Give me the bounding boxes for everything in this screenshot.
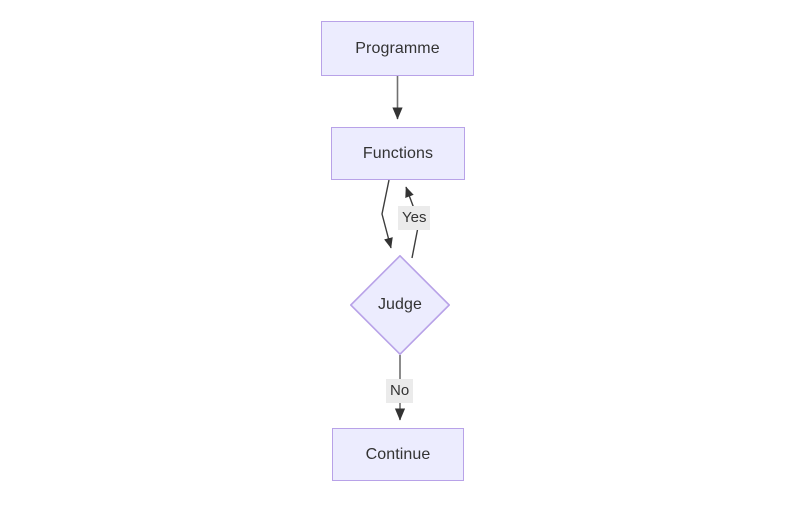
node-programme[interactable]: Programme <box>321 21 474 76</box>
node-judge[interactable]: Judge <box>350 255 450 355</box>
node-functions-label: Functions <box>362 144 434 162</box>
node-programme-label: Programme <box>355 39 440 57</box>
edge-label-no: No <box>386 379 414 403</box>
edge-label-yes: Yes <box>398 206 431 230</box>
node-judge-label: Judge <box>377 296 423 313</box>
node-continue[interactable]: Continue <box>332 428 464 481</box>
edge-functions-to-judge <box>381 179 393 249</box>
node-continue-label: Continue <box>365 445 431 463</box>
node-functions[interactable]: Functions <box>331 127 465 180</box>
diamond-shape-icon <box>350 255 450 355</box>
